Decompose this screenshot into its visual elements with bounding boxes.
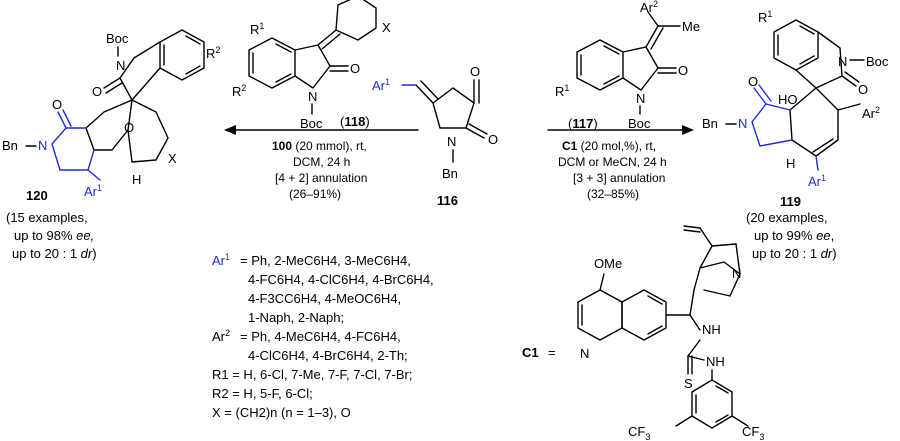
product-120-examples: (15 examples, — [6, 210, 88, 225]
product-label-120: 120 — [26, 188, 48, 203]
cf3-group-left: CF3 — [628, 424, 650, 441]
ar1-label: Ar1 — [808, 173, 826, 189]
quinuclidine-n-atom: N — [732, 266, 741, 281]
product-119-dr: up to 20 : 1 dr) — [752, 246, 837, 261]
reagent-117: O N Boc Me Ar2 R1 (117) — [555, 0, 700, 131]
left-conditions-solvent: DCM, 24 h — [293, 155, 350, 169]
ar2-legend-label: Ar2 — [212, 328, 230, 344]
r1-legend-line: R1 = H, 6-Cl, 7-Me, 7-F, 7-Cl, 7-Br; — [212, 367, 412, 382]
ar1-legend-line: 1-Naph, 2-Naph; — [248, 310, 344, 325]
o-atom: O — [858, 82, 868, 97]
left-conditions-type: [4 + 2] annulation — [275, 171, 367, 185]
ar1-legend-line: 4-F3CC6H4, 4-MeOC6H4, — [248, 291, 401, 306]
x-atom: X — [382, 20, 391, 35]
left-reaction-arrow: 100 (20 mmol), rt, DCM, 24 h [4 + 2] ann… — [224, 125, 419, 201]
h-atom: H — [132, 172, 141, 187]
ar2-label: Ar2 — [640, 0, 658, 15]
thiourea-s-atom: S — [684, 376, 693, 391]
catalyst-c1: C1 = N OMe NH N S NH — [522, 225, 764, 441]
right-conditions-type: [3 + 3] annulation — [573, 171, 665, 185]
o-atom: O — [124, 120, 134, 135]
catalyst-c1-equals: = — [548, 345, 556, 360]
product-119: R1 N Boc O Ar2 HO O N Bn H Ar1 119 (20 e… — [702, 9, 889, 261]
n-atom: N — [308, 89, 317, 104]
ar2-label: Ar2 — [862, 105, 880, 121]
me-group: Me — [682, 19, 700, 34]
x-legend-line: X = (CH2)n (n = 1–3), O — [212, 405, 351, 420]
thiourea-nh-atom: NH — [702, 322, 721, 337]
o-atom: O — [678, 63, 688, 78]
catalyst-c1-label: C1 — [522, 345, 539, 360]
r1-label: R1 — [250, 21, 264, 37]
bn-group: Bn — [702, 116, 718, 131]
x-atom: X — [168, 151, 177, 166]
boc-group: Boc — [106, 31, 129, 46]
o-atom: O — [350, 61, 360, 76]
n-atom: N — [38, 138, 47, 153]
h-atom: H — [786, 156, 795, 171]
n-atom: N — [447, 134, 456, 149]
right-reaction-arrow: C1 (20 mol,%), rt, DCM or MeCN, 24 h [3 … — [547, 125, 694, 201]
compound-label-116: 116 — [437, 193, 458, 208]
right-conditions-catalyst: C1 (20 mol,%), rt, — [562, 139, 656, 153]
left-conditions-yield: (26–91%) — [289, 187, 341, 201]
compound-116: Ar1 O O N Bn 116 — [372, 64, 498, 208]
ar1-legend-line: 4-FC6H4, 4-ClC6H4, 4-BrC6H4, — [248, 272, 434, 287]
ar2-legend-line: = Ph, 4-MeC6H4, 4-FC6H4, — [240, 329, 401, 344]
reagent-label-117: (117) — [568, 116, 598, 131]
ar1-legend-label: Ar1 — [212, 252, 230, 268]
r1-label: R1 — [555, 83, 569, 99]
reagent-label-118: (118) — [340, 114, 370, 129]
aryl-nh-atom: NH — [706, 354, 725, 369]
n-atom: N — [116, 58, 125, 73]
o-atom: O — [470, 64, 480, 79]
product-120-dr: up to 20 : 1 dr) — [12, 246, 97, 261]
boc-group: Boc — [866, 54, 889, 69]
o-atom: O — [52, 97, 62, 112]
ho-group: HO — [778, 92, 798, 107]
cf3-group-right: CF3 — [742, 424, 764, 441]
ar1-legend-line: = Ph, 2-MeC6H4, 3-MeC6H4, — [240, 253, 411, 268]
r2-legend-line: R2 = H, 5-F, 6-Cl; — [212, 386, 313, 401]
o-atom: O — [92, 84, 102, 99]
product-120: N Boc O R2 O X O N Bn Ar1 H 120 (15 exam… — [2, 29, 220, 261]
bn-group: Bn — [442, 166, 458, 181]
ar1-label: Ar1 — [84, 183, 102, 199]
ar1-label-116: Ar1 — [372, 77, 390, 93]
r1-label: R1 — [758, 9, 772, 25]
r2-label: R2 — [206, 45, 220, 61]
substituent-legend: Ar1 = Ph, 2-MeC6H4, 3-MeC6H4, 4-FC6H4, 4… — [212, 252, 434, 420]
r2-label: R2 — [232, 83, 246, 99]
ome-group: OMe — [594, 256, 622, 271]
n-atom: N — [738, 116, 747, 131]
o-atom: O — [488, 132, 498, 147]
right-conditions-yield: (32–85%) — [587, 187, 639, 201]
product-120-ee: up to 98% ee, — [14, 228, 94, 243]
product-label-119: 119 — [780, 194, 801, 209]
n-atom: N — [838, 54, 847, 69]
bn-group: Bn — [2, 138, 18, 153]
ar2-legend-line: 4-ClC6H4, 4-BrC6H4, 2-Th; — [248, 348, 408, 363]
n-atom: N — [636, 91, 645, 106]
quinoline-n-atom: N — [580, 346, 589, 361]
o-atom: O — [748, 74, 758, 89]
boc-group: Boc — [628, 116, 651, 131]
left-conditions-catalyst: 100 (20 mmol), rt, — [272, 139, 367, 153]
product-119-ee: up to 99% ee, — [754, 228, 834, 243]
right-conditions-solvent: DCM or MeCN, 24 h — [558, 155, 667, 169]
reagent-118: O N Boc X R1 R2 (118) — [232, 0, 391, 131]
product-119-examples: (20 examples, — [746, 210, 828, 225]
boc-group: Boc — [300, 116, 323, 131]
